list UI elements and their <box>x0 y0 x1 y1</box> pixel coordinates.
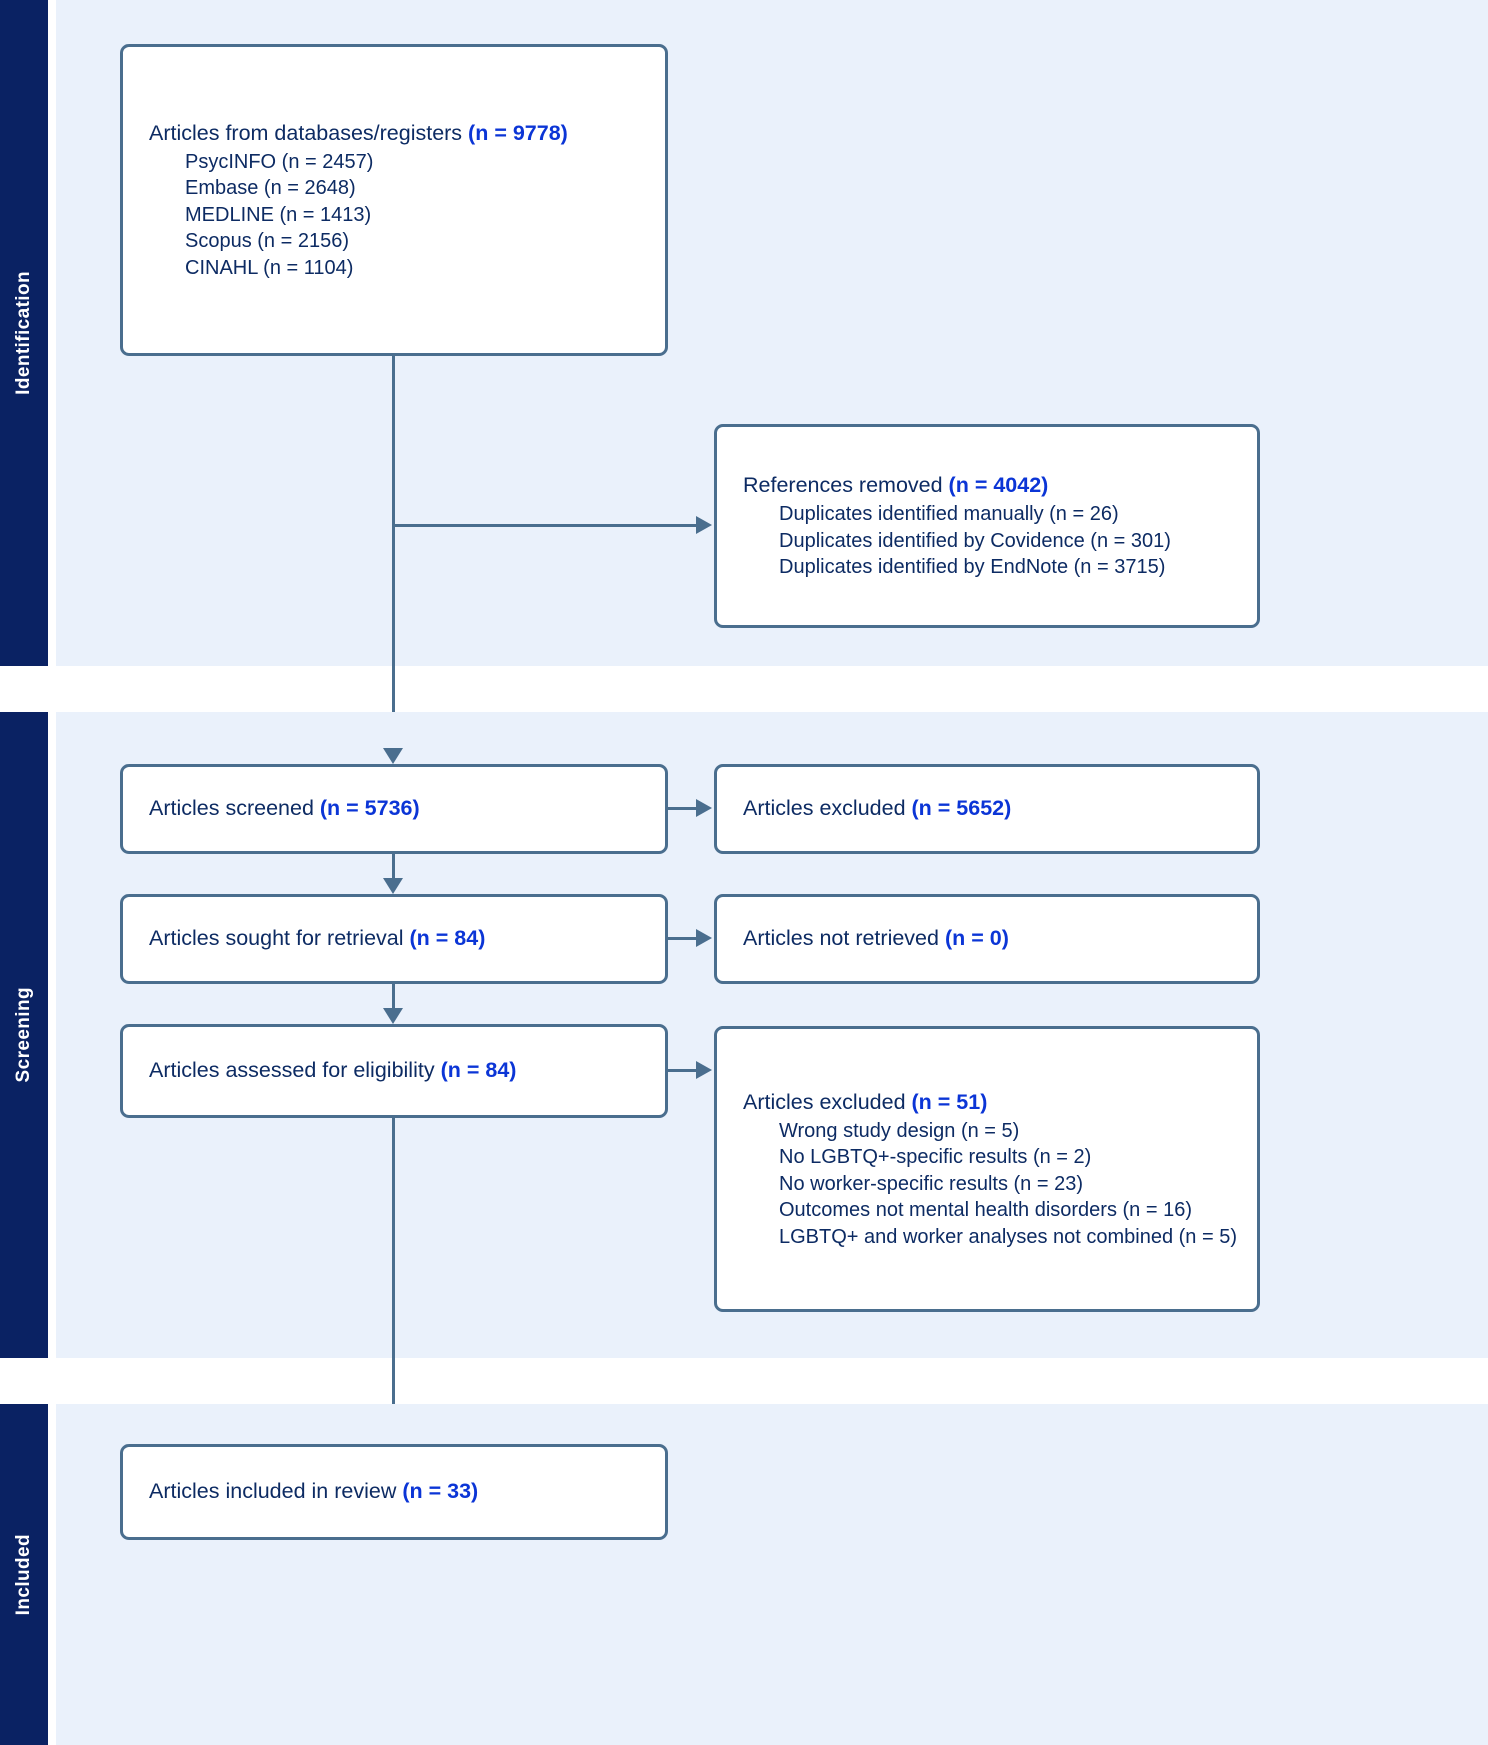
box-references-removed-list: Duplicates identified manually (n = 26) … <box>717 501 1257 581</box>
list-item: No LGBTQ+-specific results (n = 2) <box>779 1146 1092 1169</box>
box-articles-sought-count: (n = 84) <box>409 926 486 951</box>
connector-sought-to-not-retrieved <box>668 937 696 940</box>
connector-screened-to-sought <box>392 854 395 880</box>
connector-sought-to-assessed <box>392 984 395 1010</box>
box-articles-excluded-screening: Articles excluded (n = 5652) <box>714 764 1260 854</box>
box-articles-sought-heading-text: Articles sought for retrieval <box>149 926 410 951</box>
box-references-removed-heading-text: References removed <box>743 473 949 498</box>
stage-label-included-text: Included <box>13 1533 34 1616</box>
box-databases-heading-text: Articles from databases/registers <box>149 120 469 145</box>
box-articles-sought-heading: Articles sought for retrieval (n = 84) <box>123 924 665 953</box>
list-item: LGBTQ+ and worker analyses not combined … <box>779 1225 1238 1248</box>
box-articles-included: Articles included in review (n = 33) <box>120 1444 668 1540</box>
box-databases-list: PsycINFO (n = 2457) Embase (n = 2648) ME… <box>123 149 665 282</box>
box-articles-excluded-eligibility-heading: Articles excluded (n = 51) <box>717 1088 1257 1117</box>
stage-label-identification-text: Identification <box>13 271 34 395</box>
box-articles-excluded-eligibility-list: Wrong study design (n = 5) No LGBTQ+-spe… <box>717 1118 1257 1251</box>
box-databases-heading: Articles from databases/registers (n = 9… <box>123 119 665 148</box>
connector-assessed-to-included <box>392 1118 395 1428</box>
connector-assessed-to-excluded <box>668 1069 696 1072</box>
box-articles-excluded-eligibility-heading-text: Articles excluded <box>743 1089 912 1114</box>
box-articles-excluded-screening-count: (n = 5652) <box>911 796 1012 821</box>
box-articles-not-retrieved-heading-text: Articles not retrieved <box>743 926 945 951</box>
arrow-to-screened <box>383 748 403 764</box>
arrow-assessed-to-excluded <box>696 1061 712 1079</box>
box-articles-not-retrieved: Articles not retrieved (n = 0) <box>714 894 1260 984</box>
box-articles-assessed-heading: Articles assessed for eligibility (n = 8… <box>123 1056 665 1085</box>
box-articles-screened: Articles screened (n = 5736) <box>120 764 668 854</box>
box-databases: Articles from databases/registers (n = 9… <box>120 44 668 356</box>
list-item: Embase (n = 2648) <box>185 177 356 200</box>
box-articles-assessed-heading-text: Articles assessed for eligibility <box>149 1058 441 1083</box>
arrow-to-references-removed <box>696 516 712 534</box>
box-articles-assessed-count: (n = 84) <box>440 1058 517 1083</box>
list-item: Outcomes not mental health disorders (n … <box>779 1199 1192 1222</box>
box-articles-screened-heading-text: Articles screened <box>149 796 320 821</box>
arrow-sought-to-assessed <box>383 1008 403 1024</box>
list-item: Wrong study design (n = 5) <box>779 1119 1020 1142</box>
list-item: MEDLINE (n = 1413) <box>185 203 372 226</box>
list-item: Scopus (n = 2156) <box>185 230 349 253</box>
list-item: Duplicates identified by Covidence (n = … <box>779 529 1171 552</box>
list-item: CINAHL (n = 1104) <box>185 256 354 279</box>
box-articles-screened-count: (n = 5736) <box>319 796 420 821</box>
box-articles-excluded-eligibility-count: (n = 51) <box>911 1089 988 1114</box>
arrow-screened-to-excluded <box>696 799 712 817</box>
box-references-removed: References removed (n = 4042) Duplicates… <box>714 424 1260 628</box>
connector-to-references-removed <box>392 524 696 527</box>
connector-screened-to-excluded <box>668 807 696 810</box>
arrow-screened-to-sought <box>383 878 403 894</box>
box-articles-excluded-eligibility: Articles excluded (n = 51) Wrong study d… <box>714 1026 1260 1312</box>
stage-label-screening: Screening <box>0 712 48 1358</box>
list-item: Duplicates identified by EndNote (n = 37… <box>779 556 1166 579</box>
stage-label-identification: Identification <box>0 0 48 666</box>
list-item: Duplicates identified manually (n = 26) <box>779 503 1119 526</box>
box-articles-excluded-screening-heading-text: Articles excluded <box>743 796 912 821</box>
box-articles-not-retrieved-count: (n = 0) <box>944 926 1009 951</box>
list-item: PsycINFO (n = 2457) <box>185 150 374 173</box>
stage-label-screening-text: Screening <box>13 987 34 1083</box>
box-articles-sought: Articles sought for retrieval (n = 84) <box>120 894 668 984</box>
stage-label-included: Included <box>0 1404 48 1745</box>
connector-databases-down <box>392 356 395 756</box>
box-articles-included-heading: Articles included in review (n = 33) <box>123 1477 665 1506</box>
box-articles-assessed: Articles assessed for eligibility (n = 8… <box>120 1024 668 1118</box>
box-articles-excluded-screening-heading: Articles excluded (n = 5652) <box>717 794 1257 823</box>
box-articles-included-count: (n = 33) <box>402 1479 479 1504</box>
box-references-removed-heading: References removed (n = 4042) <box>717 471 1257 500</box>
box-databases-count: (n = 9778) <box>468 120 568 145</box>
box-articles-screened-heading: Articles screened (n = 5736) <box>123 794 665 823</box>
list-item: No worker-specific results (n = 23) <box>779 1172 1083 1195</box>
box-articles-not-retrieved-heading: Articles not retrieved (n = 0) <box>717 924 1257 953</box>
box-articles-included-heading-text: Articles included in review <box>149 1479 403 1504</box>
box-references-removed-count: (n = 4042) <box>948 473 1049 498</box>
arrow-sought-to-not-retrieved <box>696 929 712 947</box>
